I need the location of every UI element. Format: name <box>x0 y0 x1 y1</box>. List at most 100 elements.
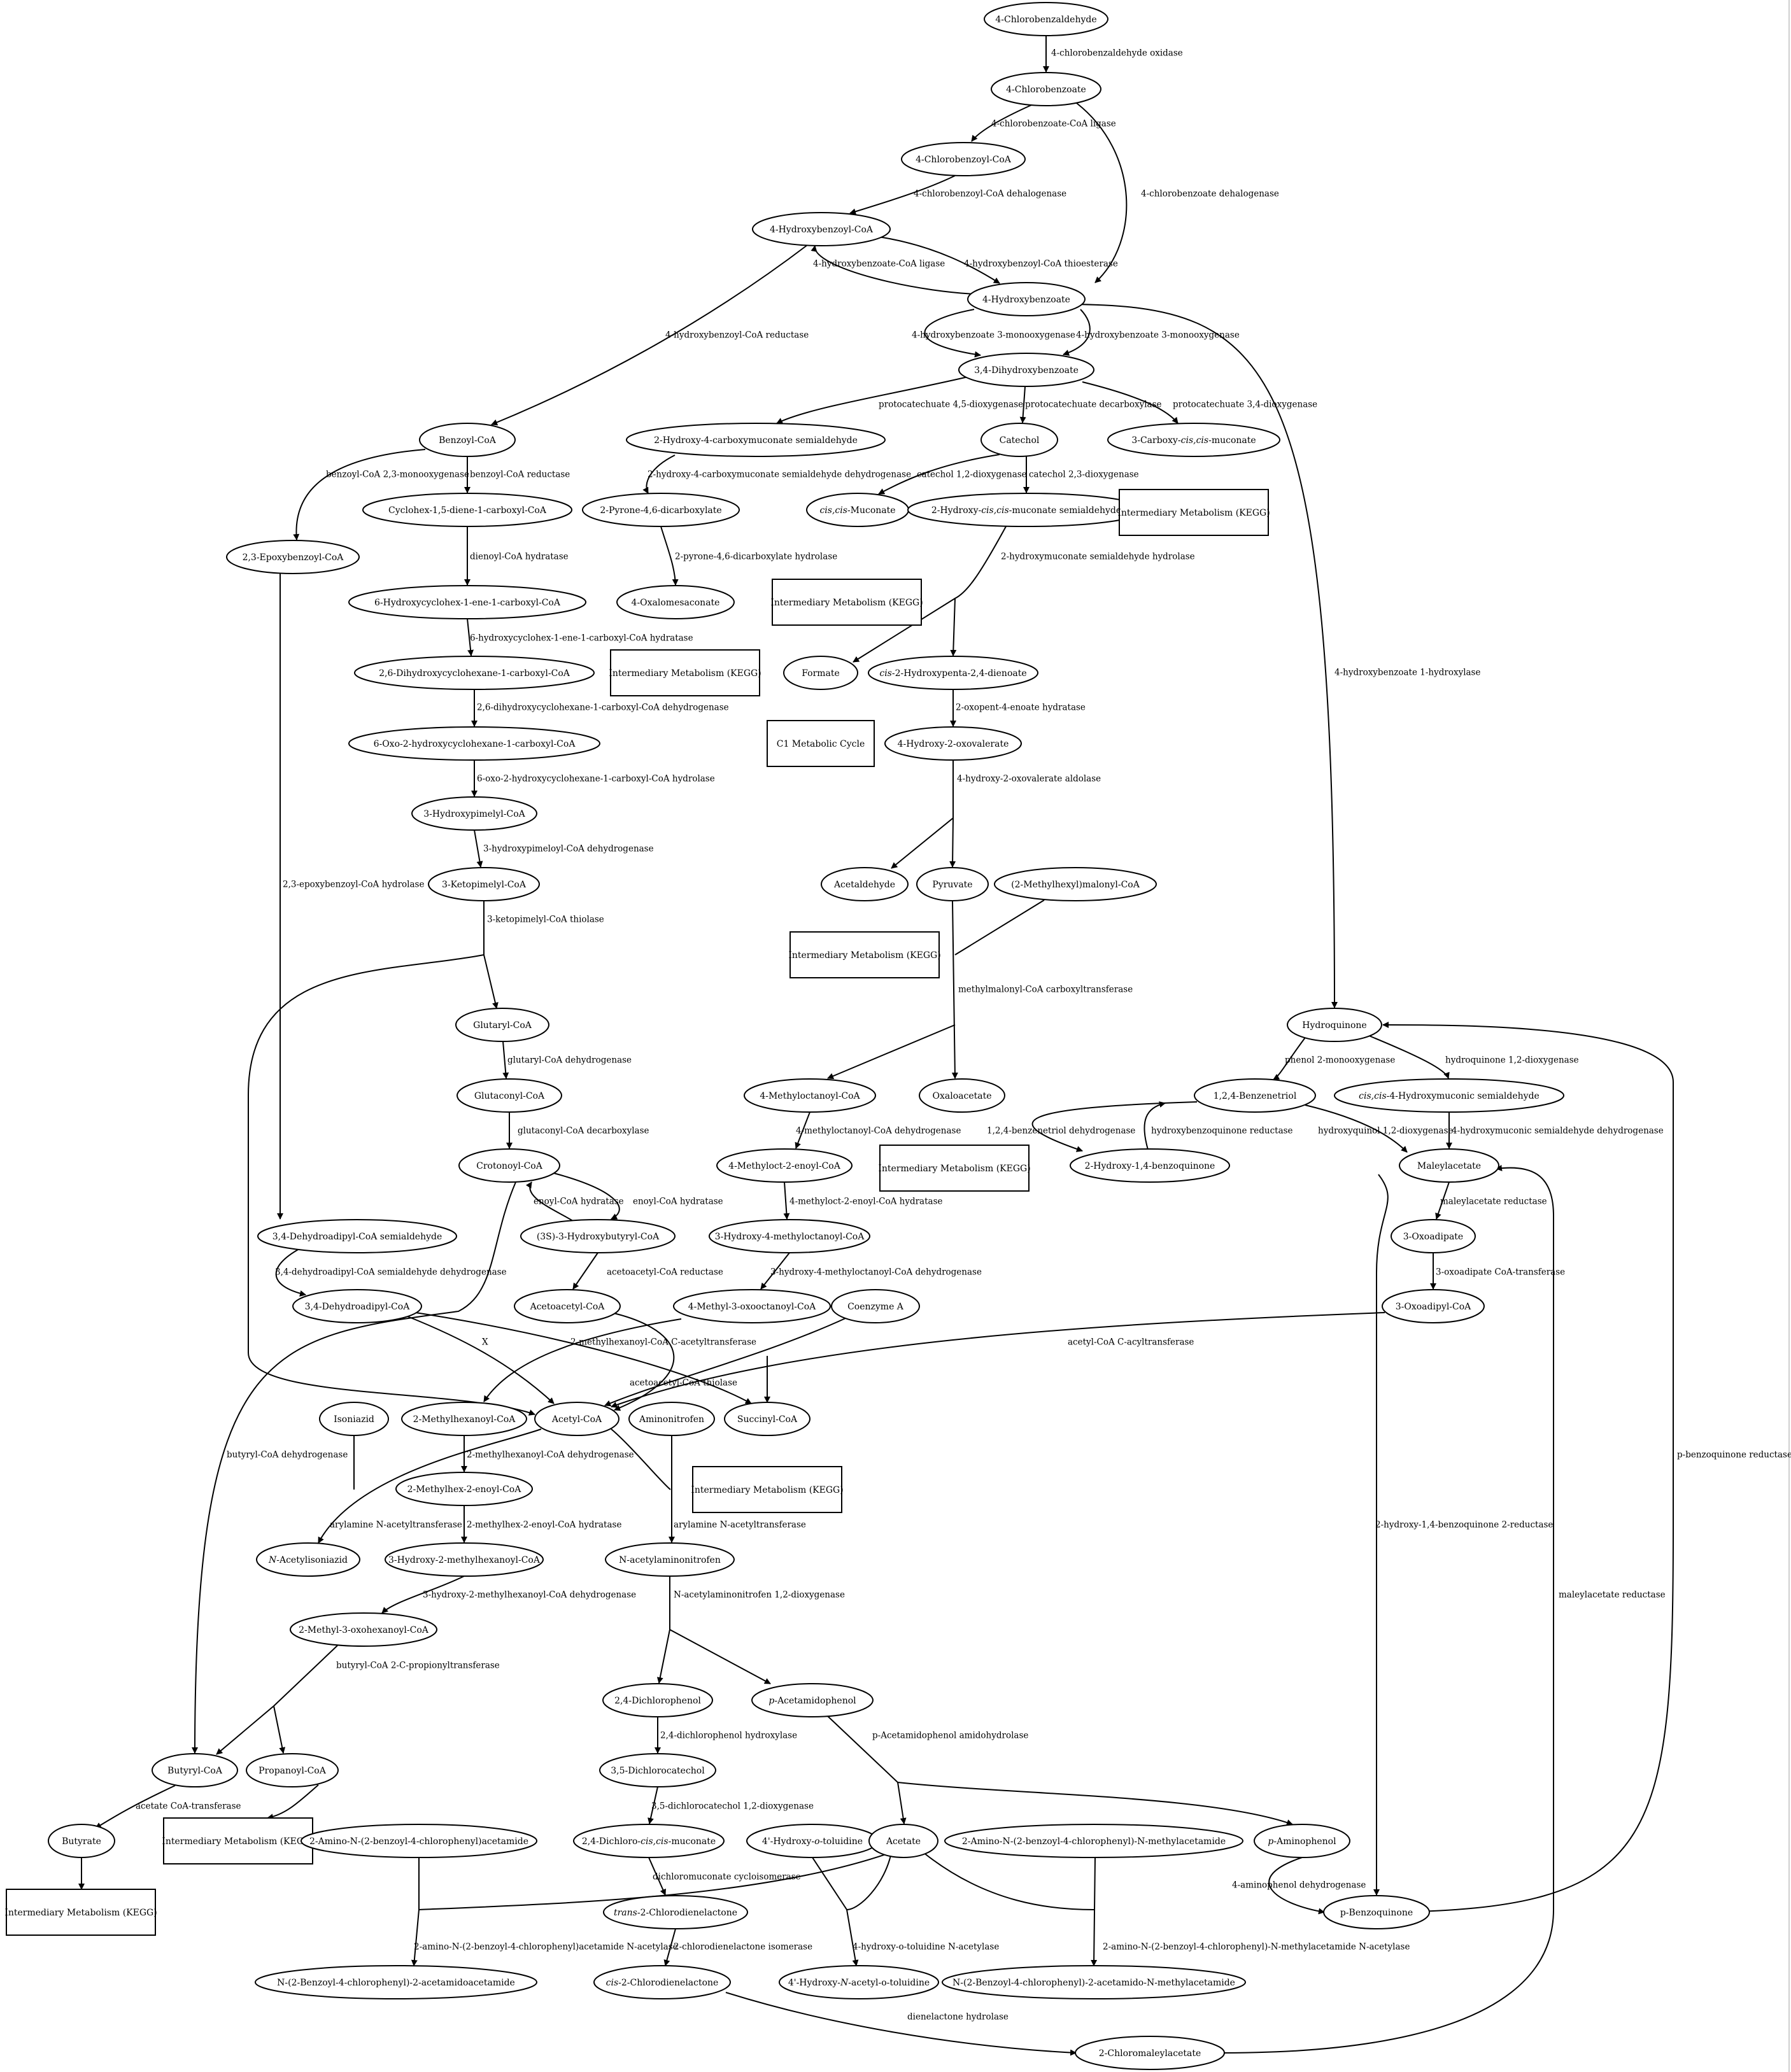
compound-node[interactable]: Acetaldehyde <box>821 867 909 901</box>
node-ellipse <box>255 1965 537 1999</box>
pathway-link-box[interactable]: Intermediary Metabolism (KEGG) <box>162 1817 315 1864</box>
compound-node[interactable]: 4-Hydroxy-2-oxovalerate <box>884 726 1022 761</box>
compound-node[interactable]: 4'-Hydroxy-N-acetyl-o-toluidine <box>779 1965 939 1999</box>
compound-node[interactable]: N-acetylaminonitrofen <box>605 1542 735 1577</box>
compound-node[interactable]: 4-Methyloctanoyl-CoA <box>744 1078 876 1113</box>
compound-label: Formate <box>802 668 840 679</box>
compound-node[interactable]: Crotonoyl-CoA <box>458 1148 560 1183</box>
compound-node[interactable]: Glutaconyl-CoA <box>457 1078 562 1113</box>
compound-node[interactable]: Maleylacetate <box>1399 1148 1499 1183</box>
compound-node[interactable]: 2-Chloromaleylacetate <box>1075 2036 1225 2070</box>
compound-node[interactable]: Catechol <box>980 423 1058 457</box>
pathway-link-box[interactable]: Intermediary Metabolism (KEGG) <box>1117 489 1270 536</box>
compound-node[interactable]: 2-Methylhex-2-enoyl-CoA <box>395 1472 533 1506</box>
compound-node[interactable]: Butyryl-CoA <box>152 1753 238 1787</box>
compound-node[interactable]: Acetoacetyl-CoA <box>514 1289 621 1323</box>
compound-node[interactable]: cis-2-Chlorodienelactone <box>593 1965 731 1999</box>
compound-node[interactable]: cis-2-Hydroxypenta-2,4-dienoate <box>868 656 1038 690</box>
compound-label: C1 Metabolic Cycle <box>777 739 865 749</box>
compound-node[interactable]: 1,2,4-Benzenetriol <box>1194 1078 1316 1113</box>
compound-node[interactable]: 4-Methyl-3-oxooctanoyl-CoA <box>673 1289 831 1323</box>
compound-node[interactable]: N-(2-Benzoyl-4-chlorophenyl)-2-acetamido… <box>942 1965 1246 1999</box>
compound-node[interactable]: 3-Oxoadipyl-CoA <box>1382 1289 1485 1323</box>
compound-node[interactable]: Hydroquinone <box>1287 1008 1382 1042</box>
enzyme-label: 6-oxo-2-hydroxycyclohexane-1-carboxyl-Co… <box>477 774 715 784</box>
compound-node[interactable]: (2-Methylhexyl)malonyl-CoA <box>994 867 1157 901</box>
compound-node[interactable]: Aminonitrofen <box>628 1402 715 1436</box>
pathway-link-box[interactable]: Intermediary Metabolism (KEGG) <box>691 1466 844 1513</box>
compound-node[interactable]: 2,6-Dihydroxycyclohexane-1-carboxyl-CoA <box>354 656 595 690</box>
compound-node[interactable]: 6-Oxo-2-hydroxycyclohexane-1-carboxyl-Co… <box>348 726 600 761</box>
compound-node[interactable]: 4'-Hydroxy-o-toluidine <box>746 1824 879 1858</box>
compound-node[interactable]: 3-Carboxy-cis,cis-muconate <box>1107 423 1280 457</box>
compound-node[interactable]: Oxaloacetate <box>919 1078 1005 1113</box>
compound-node[interactable]: 2-Methylhexanoyl-CoA <box>401 1402 527 1436</box>
compound-node[interactable]: 2-Methyl-3-oxohexanoyl-CoA <box>290 1612 437 1647</box>
compound-node[interactable]: Succinyl-CoA <box>724 1402 811 1436</box>
enzyme-label: 3,4-dehydroadipyl-CoA semialdehyde dehyd… <box>275 1267 507 1278</box>
compound-node[interactable]: 6-Hydroxycyclohex-1-ene-1-carboxyl-CoA <box>348 585 586 619</box>
pathway-link-box[interactable]: C1 Metabolic Cycle <box>767 720 875 767</box>
compound-node[interactable]: 2,3-Epoxybenzoyl-CoA <box>226 540 360 574</box>
node-ellipse <box>226 540 360 574</box>
compound-node[interactable]: trans-2-Chlorodienelactone <box>603 1895 748 1929</box>
compound-node[interactable]: Benzoyl-CoA <box>419 423 516 457</box>
compound-node[interactable]: Acetyl-CoA <box>534 1402 619 1436</box>
compound-label: Crotonoyl-CoA <box>476 1161 543 1171</box>
compound-node[interactable]: Butyrate <box>48 1824 115 1858</box>
compound-node[interactable]: 4-Hydroxybenzoyl-CoA <box>752 212 891 246</box>
compound-node[interactable]: Isoniazid <box>319 1402 389 1436</box>
compound-node[interactable]: 2-Pyrone-4,6-dicarboxylate <box>582 493 740 527</box>
compound-node[interactable]: 4-Chlorobenzoate <box>991 72 1101 106</box>
compound-node[interactable]: Formate <box>783 656 858 690</box>
pathway-link-box[interactable]: Intermediary Metabolism (KEGG) <box>609 649 761 696</box>
compound-node[interactable]: 2,4-Dichlorophenol <box>602 1683 713 1717</box>
compound-node[interactable]: 3,4-Dihydroxybenzoate <box>958 353 1094 387</box>
pathway-link-box[interactable]: Intermediary Metabolism (KEGG) <box>770 579 923 626</box>
compound-node[interactable]: Acetate <box>868 1824 938 1858</box>
enzyme-label: catechol 1,2-dioxygenase <box>917 470 1027 480</box>
compound-label: Catechol <box>1000 435 1040 446</box>
compound-node[interactable]: Coenzyme A <box>831 1289 920 1323</box>
node-ellipse <box>48 1824 115 1858</box>
compound-node[interactable]: 2,4-Dichloro-cis,cis-muconate <box>573 1824 725 1858</box>
edge-arrow <box>878 454 1000 495</box>
compound-node[interactable]: 3-Ketopimelyl-CoA <box>428 867 540 901</box>
compound-node[interactable]: cis,cis-Muconate <box>806 493 909 527</box>
compound-node[interactable]: p-Aminophenol <box>1254 1824 1350 1858</box>
pathway-link-box[interactable]: Intermediary Metabolism (KEGG) <box>4 1889 157 1936</box>
compound-node[interactable]: N-Acetylisoniazid <box>256 1542 360 1577</box>
compound-node[interactable]: 4-Methyloct-2-enoyl-CoA <box>716 1148 853 1183</box>
compound-node[interactable]: 4-Hydroxybenzoate <box>967 282 1086 316</box>
compound-node[interactable]: 2-Amino-N-(2-benzoyl-4-chlorophenyl)acet… <box>301 1824 537 1858</box>
compound-node[interactable]: Pyruvate <box>916 867 989 901</box>
compound-node[interactable]: Glutaryl-CoA <box>455 1008 549 1042</box>
compound-node[interactable]: N-(2-Benzoyl-4-chlorophenyl)-2-acetamido… <box>255 1965 537 1999</box>
compound-node[interactable]: Propanoyl-CoA <box>246 1753 339 1787</box>
compound-node[interactable]: 3,4-Dehydroadipyl-CoA semialdehyde <box>257 1219 457 1253</box>
compound-node[interactable]: Cyclohex-1,5-diene-1-carboxyl-CoA <box>362 493 572 527</box>
compound-node[interactable]: 4-Oxalomesaconate <box>616 585 735 619</box>
pathway-link-box[interactable]: Intermediary Metabolism (KEGG) <box>878 1145 1031 1192</box>
compound-node[interactable]: 3-Oxoadipate <box>1391 1219 1476 1253</box>
compound-label: 4-Hydroxy-2-oxovalerate <box>898 739 1009 749</box>
node-ellipse <box>628 1402 715 1436</box>
compound-node[interactable]: 2-Amino-N-(2-benzoyl-4-chlorophenyl)-N-m… <box>944 1824 1243 1858</box>
compound-node[interactable]: (3S)-3-Hydroxybutyryl-CoA <box>520 1219 676 1253</box>
pathway-link-box[interactable]: Intermediary Metabolism (KEGG) <box>788 931 941 978</box>
compound-node[interactable]: 2-Hydroxy-4-carboxymuconate semialdehyde <box>626 423 886 457</box>
edge-arrow <box>1031 1101 1198 1152</box>
compound-node[interactable]: cis,cis-4-Hydroxymuconic semialdehyde <box>1334 1078 1564 1113</box>
compound-node[interactable]: 4-Chlorobenzoyl-CoA <box>901 142 1026 176</box>
compound-node[interactable]: p-Acetamidophenol <box>751 1683 874 1717</box>
compound-node[interactable]: 3-Hydroxy-2-methylhexanoyl-CoA <box>385 1542 544 1577</box>
compound-node[interactable]: 2-Hydroxy-cis,cis-muconate semialdehyde <box>907 493 1145 527</box>
compound-node[interactable]: p-Benzoquinone <box>1323 1895 1430 1929</box>
compound-node[interactable]: 3,5-Dichlorocatechol <box>599 1753 716 1787</box>
compound-node[interactable]: 3,4-Dehydroadipyl-CoA <box>292 1289 422 1323</box>
compound-node[interactable]: 3-Hydroxypimelyl-CoA <box>411 796 537 831</box>
compound-label: 2-Methylhexanoyl-CoA <box>413 1414 516 1425</box>
compound-node[interactable]: 4-Chlorobenzaldehyde <box>984 2 1108 36</box>
compound-node[interactable]: 2-Hydroxy-1,4-benzoquinone <box>1070 1148 1230 1183</box>
compound-node[interactable]: 3-Hydroxy-4-methyloctanoyl-CoA <box>709 1219 870 1253</box>
